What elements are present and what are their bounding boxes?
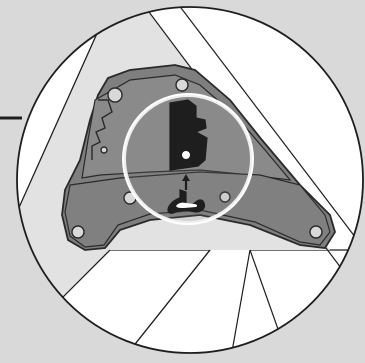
latch-pin <box>182 151 190 159</box>
hole-left <box>101 147 107 153</box>
hole-top-left <box>108 88 122 102</box>
hole-right <box>310 226 322 238</box>
hole-top <box>176 79 188 91</box>
hole-bottom-left <box>72 226 84 238</box>
